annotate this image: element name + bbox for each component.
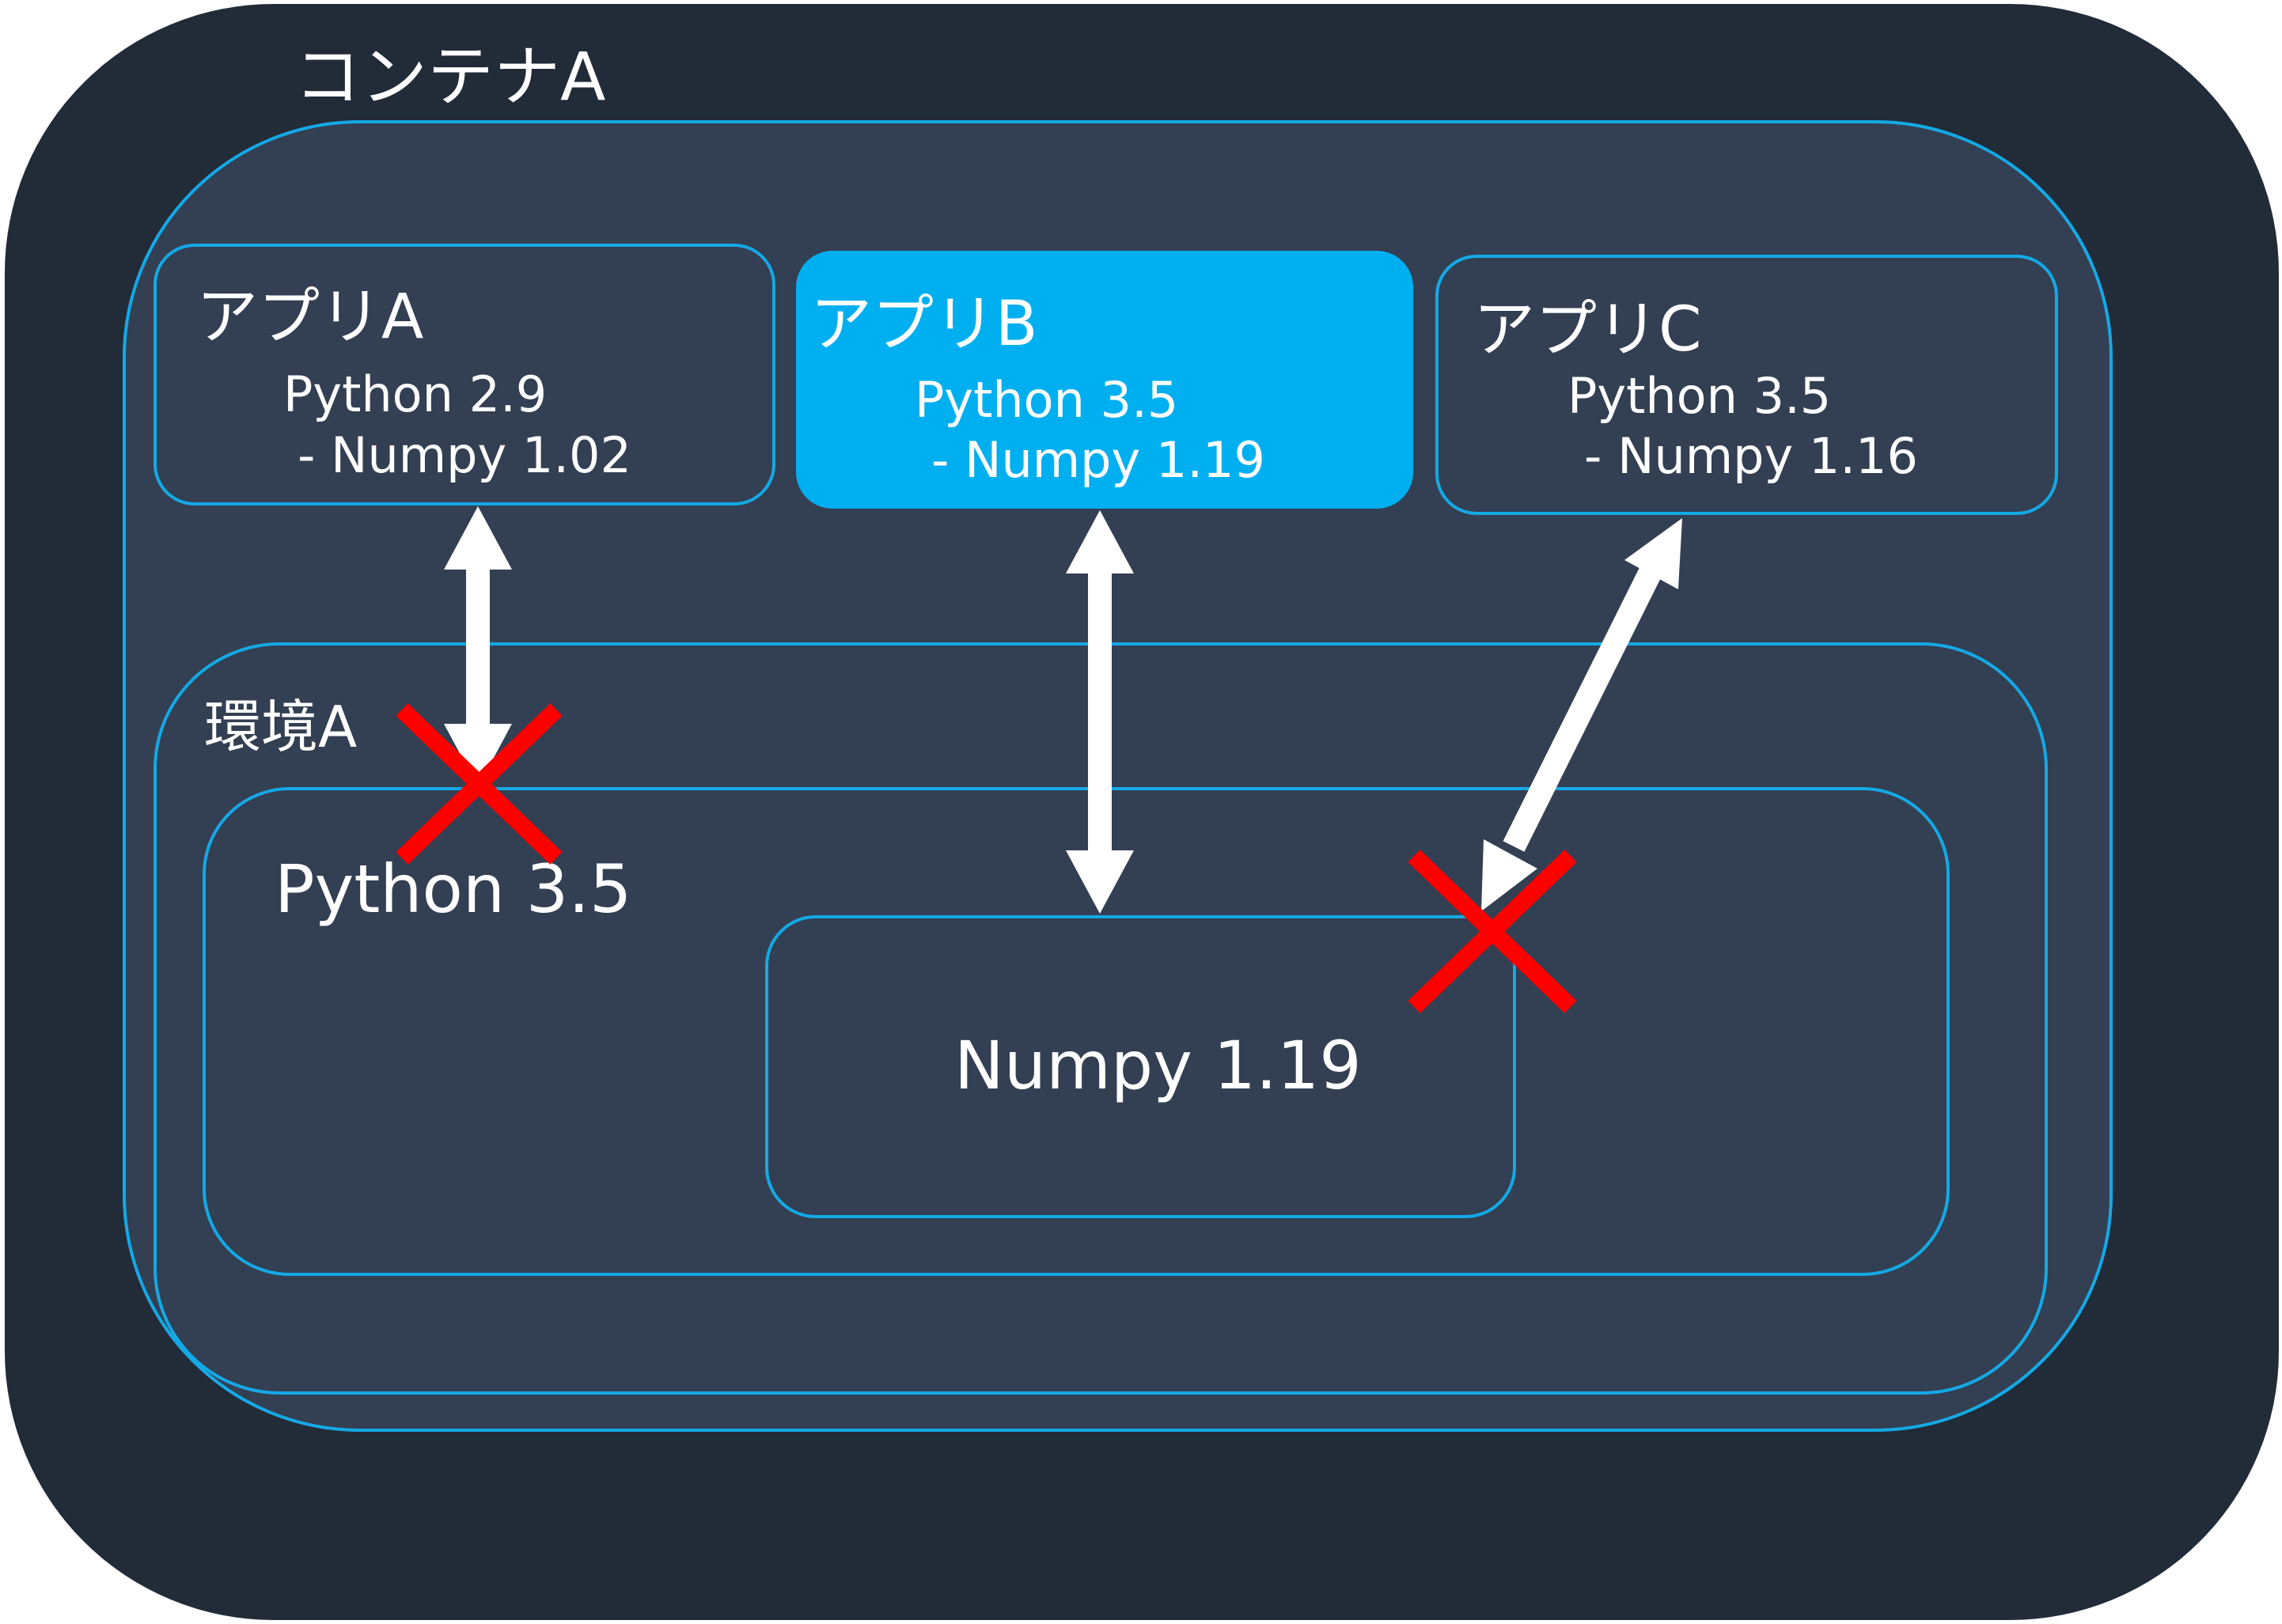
app-c-numpy: - Numpy 1.16	[1584, 427, 1918, 485]
app-c-python: Python 3.5	[1567, 367, 1832, 425]
app-b-name: アプリB	[810, 289, 1038, 360]
app-b-box	[796, 251, 1413, 509]
env-python-label: Python 3.5	[275, 850, 632, 928]
env-numpy-label: Numpy 1.19	[954, 1027, 1362, 1104]
app-a-python: Python 2.9	[283, 365, 548, 423]
incompatible-cross-icon	[1408, 850, 1577, 1013]
environment-a-label: 環境A	[204, 694, 358, 760]
incompatible-cross-icon	[396, 703, 563, 865]
app-c-name: アプリC	[1473, 294, 1702, 365]
container-title: コンテナA	[294, 38, 606, 115]
app-a-name: アプリA	[196, 282, 424, 353]
app-b-numpy: - Numpy 1.19	[931, 431, 1265, 489]
arrow-app-a	[444, 506, 512, 787]
arrow-app-b	[1066, 510, 1134, 914]
app-a-numpy: - Numpy 1.02	[298, 426, 631, 484]
arrow-app-c	[1481, 518, 1682, 911]
env-numpy-frame	[765, 915, 1516, 1218]
app-c-box	[1435, 255, 2058, 515]
app-b-python: Python 3.5	[915, 371, 1179, 429]
app-a-box	[154, 244, 775, 505]
